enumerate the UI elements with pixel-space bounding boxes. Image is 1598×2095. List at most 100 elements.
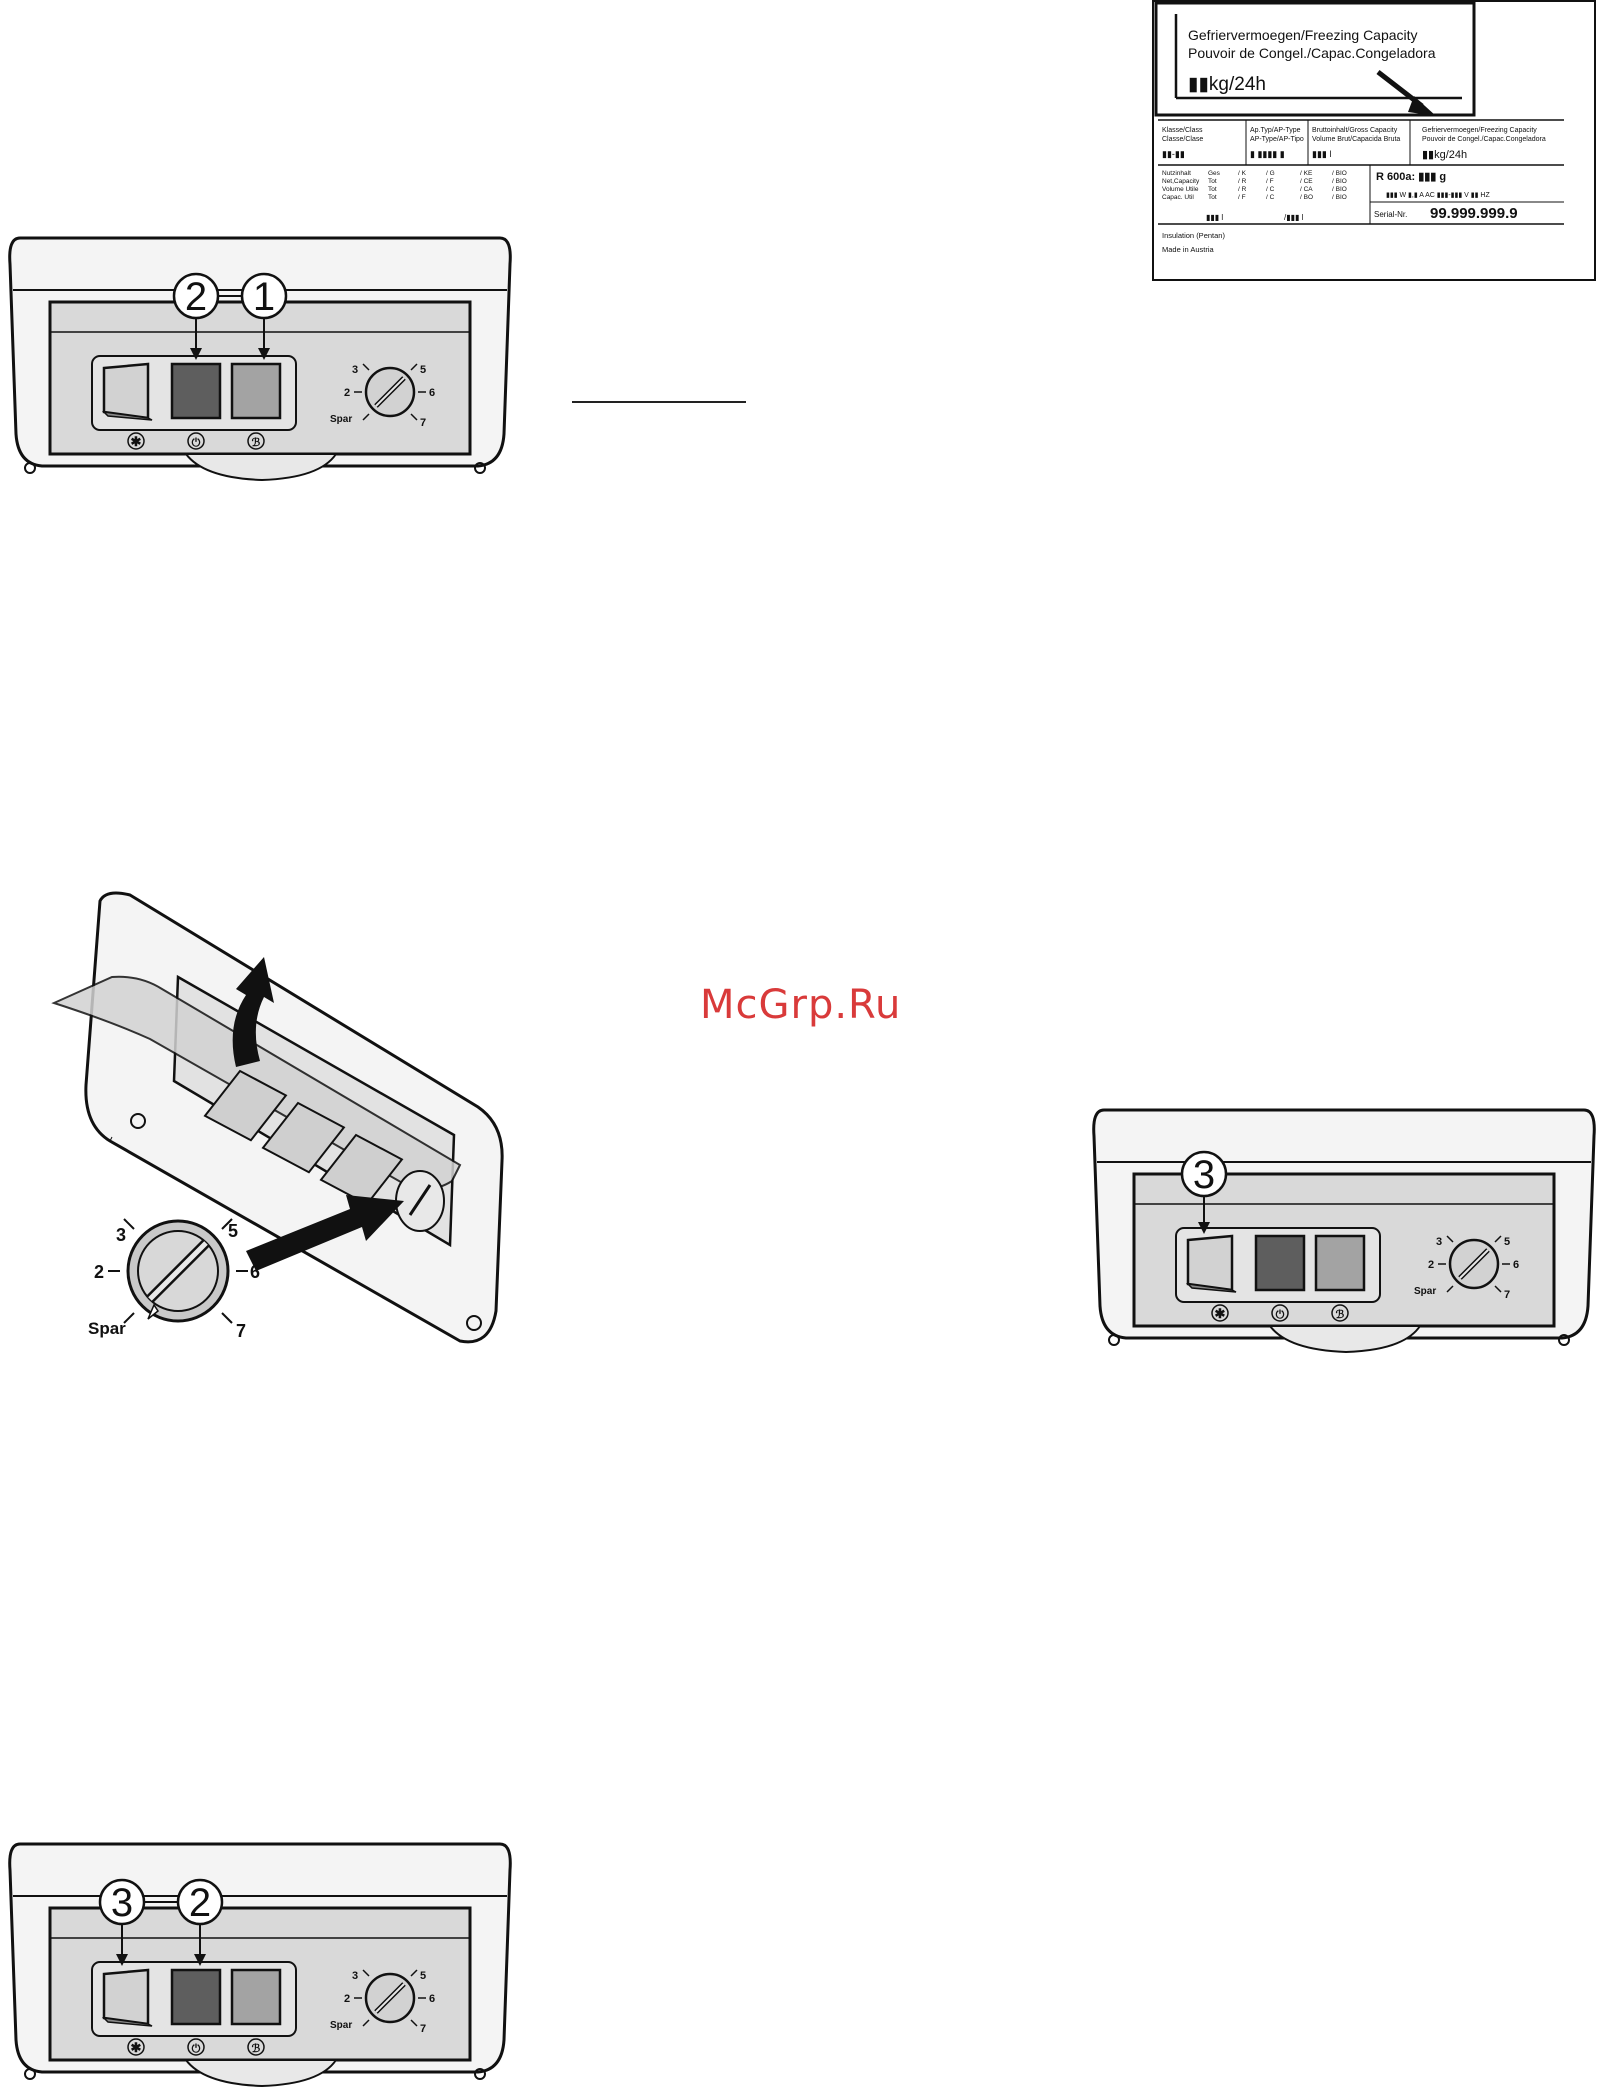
screw: [1108, 1334, 1120, 1346]
serial-label: Serial-Nr.: [1374, 210, 1407, 219]
dial-label: Spar: [88, 1319, 126, 1338]
dial-label: 5: [1504, 1236, 1510, 1248]
cap-cell: / BIO: [1332, 186, 1347, 193]
svg-text:⏻: ⏻: [192, 2042, 201, 2055]
cap-cell: / F: [1266, 178, 1274, 185]
serial-value: 99.999.999.9: [1430, 205, 1518, 222]
cap-cell: / KE: [1300, 170, 1313, 177]
snowflake-icon: ✱: [127, 432, 145, 450]
control-panel-diagram-4: ✱ ⏻ ℬ 3 5 2 6 Spar 7 3 2: [8, 1840, 512, 2092]
type-header: Ap.Typ/AP-Type: [1250, 127, 1301, 134]
cap-cell: Tot: [1208, 186, 1217, 193]
callout-number: 2: [189, 1881, 211, 1925]
watermark: McGrp.Ru: [700, 982, 902, 1028]
up-arrow: [232, 957, 274, 1067]
snowflake-icon: ✱: [127, 2038, 145, 2056]
superfrost-icon: ℬ: [247, 432, 265, 450]
temperature-dial[interactable]: [108, 1218, 248, 1324]
svg-text:ℬ: ℬ: [1336, 1309, 1345, 1321]
temperature-dial[interactable]: [1438, 1235, 1510, 1293]
plate-title-2: Pouvoir de Congel./Capac.Congeladora: [1188, 45, 1436, 61]
control-panel-diagram-1: ✱ ⏻ ℬ 3 5 2 6 Spar 7 2 1: [8, 234, 512, 490]
rocker-switch[interactable]: [1186, 1234, 1234, 1292]
class-header: Klasse/Class: [1162, 127, 1203, 134]
gross-header: Volume Brut/Capacida Bruta: [1312, 136, 1400, 143]
rocker-switch[interactable]: [102, 1968, 150, 2026]
door-handle: [1267, 1325, 1422, 1354]
cap-bottom: ▮▮▮ l: [1206, 213, 1223, 222]
class-header: Classe/Clase: [1162, 136, 1203, 143]
dial-label: Spar: [330, 414, 352, 425]
cap-cell: / BO: [1300, 194, 1313, 201]
temperature-dial[interactable]: [354, 363, 426, 421]
dial-label: 2: [344, 387, 350, 399]
capacity-table: Nutzinhalt Ges / K / G / KE / BIO Net,Ca…: [1162, 170, 1347, 201]
callout-number: 2: [185, 275, 207, 319]
divider-line: [572, 401, 746, 403]
superfrost-icon: ℬ: [1331, 1304, 1349, 1322]
type-value: ▮ ▮▮▮▮ ▮: [1250, 149, 1285, 159]
svg-text:✱: ✱: [131, 2040, 142, 2055]
screw: [1558, 1334, 1570, 1346]
cap-cell: / F: [1238, 194, 1246, 201]
temperature-dial[interactable]: [354, 1969, 426, 2027]
cap-cell: / R: [1238, 178, 1247, 185]
cap-cell: Capac. Util: [1162, 194, 1194, 201]
gross-header: Bruttoinhalt/Gross Capacity: [1312, 127, 1398, 134]
dial-label: 6: [429, 387, 435, 399]
power-button[interactable]: [170, 1968, 222, 2026]
cap-cell: / K: [1238, 170, 1247, 177]
gross-value: ▮▮▮ l: [1312, 149, 1331, 159]
dial-label: Spar: [1414, 1286, 1436, 1297]
plate-capacity-value: ▮▮kg/24h: [1188, 74, 1266, 95]
cap-cell: / BIO: [1332, 178, 1347, 185]
class-value: ▮▮-▮▮: [1162, 149, 1185, 159]
plate-title-1: Gefriervermoegen/Freezing Capacity: [1188, 27, 1418, 43]
cap-cell: / BIO: [1332, 170, 1347, 177]
power-button[interactable]: [170, 362, 222, 420]
dial-label: Spar: [330, 2020, 352, 2031]
superfrost-button[interactable]: [230, 362, 282, 420]
rocker-switch[interactable]: [203, 1069, 288, 1142]
power-icon: ⏻: [1271, 1304, 1289, 1322]
superfrost-button[interactable]: [319, 1133, 404, 1206]
electrical-rating: ▮▮▮ W ▮,▮ A AC ▮▮▮-▮▮▮ V ▮▮ HZ: [1386, 192, 1490, 199]
dial-label: 3: [1436, 1236, 1442, 1248]
power-button[interactable]: [261, 1101, 346, 1174]
cap-bottom: /▮▮▮ l: [1284, 213, 1304, 222]
freezing-header: Pouvoir de Congel./Capac.Congeladora: [1422, 136, 1546, 143]
power-button[interactable]: [1254, 1234, 1306, 1292]
door-handle: [183, 2059, 338, 2088]
callout-number: 3: [111, 1881, 133, 1925]
dial-label: 3: [352, 1970, 358, 1982]
screw: [474, 462, 486, 474]
cap-cell: Volume Utile: [1162, 186, 1199, 193]
dial-label: 3: [352, 364, 358, 376]
screw: [474, 2068, 486, 2080]
svg-text:ℬ: ℬ: [252, 2043, 261, 2055]
right-arrow: [246, 1195, 404, 1271]
svg-text:⏻: ⏻: [1276, 1308, 1285, 1321]
cap-cell: Nutzinhalt: [1162, 170, 1191, 177]
superfrost-button[interactable]: [230, 1968, 282, 2026]
power-icon: ⏻: [187, 432, 205, 450]
cap-cell: / R: [1238, 186, 1247, 193]
cap-cell: Net,Capacity: [1162, 178, 1200, 185]
cap-cell: / BIO: [1332, 194, 1347, 201]
svg-text:✱: ✱: [1215, 1306, 1226, 1321]
rocker-switch[interactable]: [102, 362, 150, 420]
cap-cell: / CA: [1300, 186, 1313, 193]
superfrost-button[interactable]: [1314, 1234, 1366, 1292]
dial-label: 6: [250, 1262, 260, 1282]
screw: [130, 1113, 146, 1129]
dial-label: 2: [94, 1262, 104, 1282]
screw: [24, 2068, 36, 2080]
cap-cell: Tot: [1208, 194, 1217, 201]
dial-label: 6: [429, 1993, 435, 2005]
cap-cell: / C: [1266, 194, 1275, 201]
screw: [24, 462, 36, 474]
dial-label: 2: [344, 1993, 350, 2005]
cap-cell: Ges: [1208, 170, 1221, 177]
rating-plate: Gefriervermoegen/Freezing Capacity Pouvo…: [1152, 0, 1596, 282]
svg-text:⏻: ⏻: [192, 436, 201, 449]
